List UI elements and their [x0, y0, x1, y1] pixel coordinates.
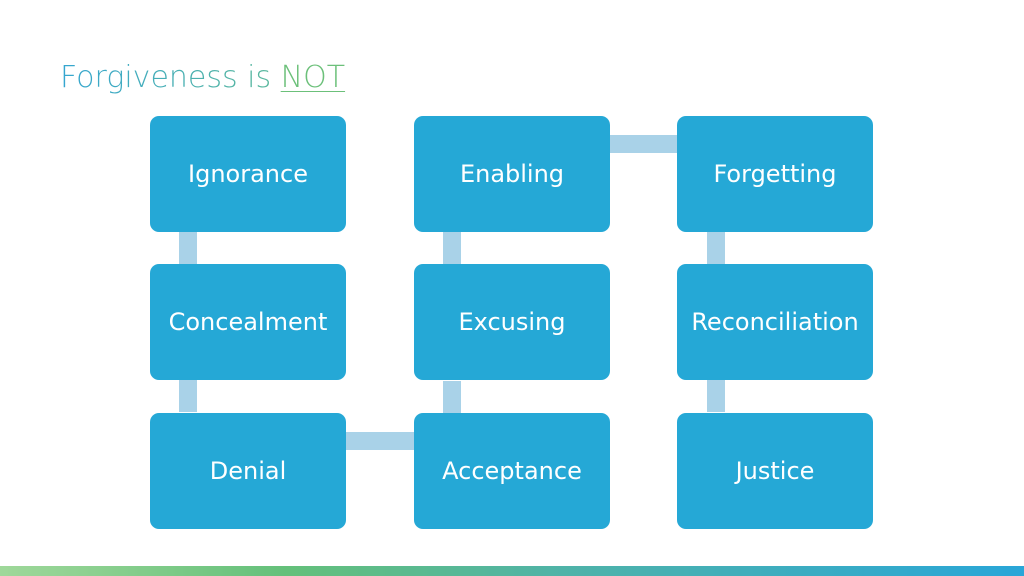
box-acceptance: Acceptance [414, 413, 610, 529]
connector [179, 232, 197, 264]
box-reconciliation: Reconciliation [677, 264, 873, 380]
connector [443, 232, 461, 264]
box-excusing: Excusing [414, 264, 610, 380]
connector [443, 381, 461, 413]
connector [707, 380, 725, 412]
box-justice: Justice [677, 413, 873, 529]
connector [707, 232, 725, 264]
box-forgetting: Forgetting [677, 116, 873, 232]
box-enabling: Enabling [414, 116, 610, 232]
connector [346, 432, 414, 450]
title-prefix: Forgiveness is [60, 60, 281, 95]
title-emphasis: NOT [280, 60, 346, 95]
slide-title: Forgiveness is NOT [60, 60, 345, 95]
box-denial: Denial [150, 413, 346, 529]
connector [609, 135, 677, 153]
footer-gradient-bar [0, 566, 1024, 576]
box-concealment: Concealment [150, 264, 346, 380]
box-ignorance: Ignorance [150, 116, 346, 232]
connector [179, 380, 197, 412]
